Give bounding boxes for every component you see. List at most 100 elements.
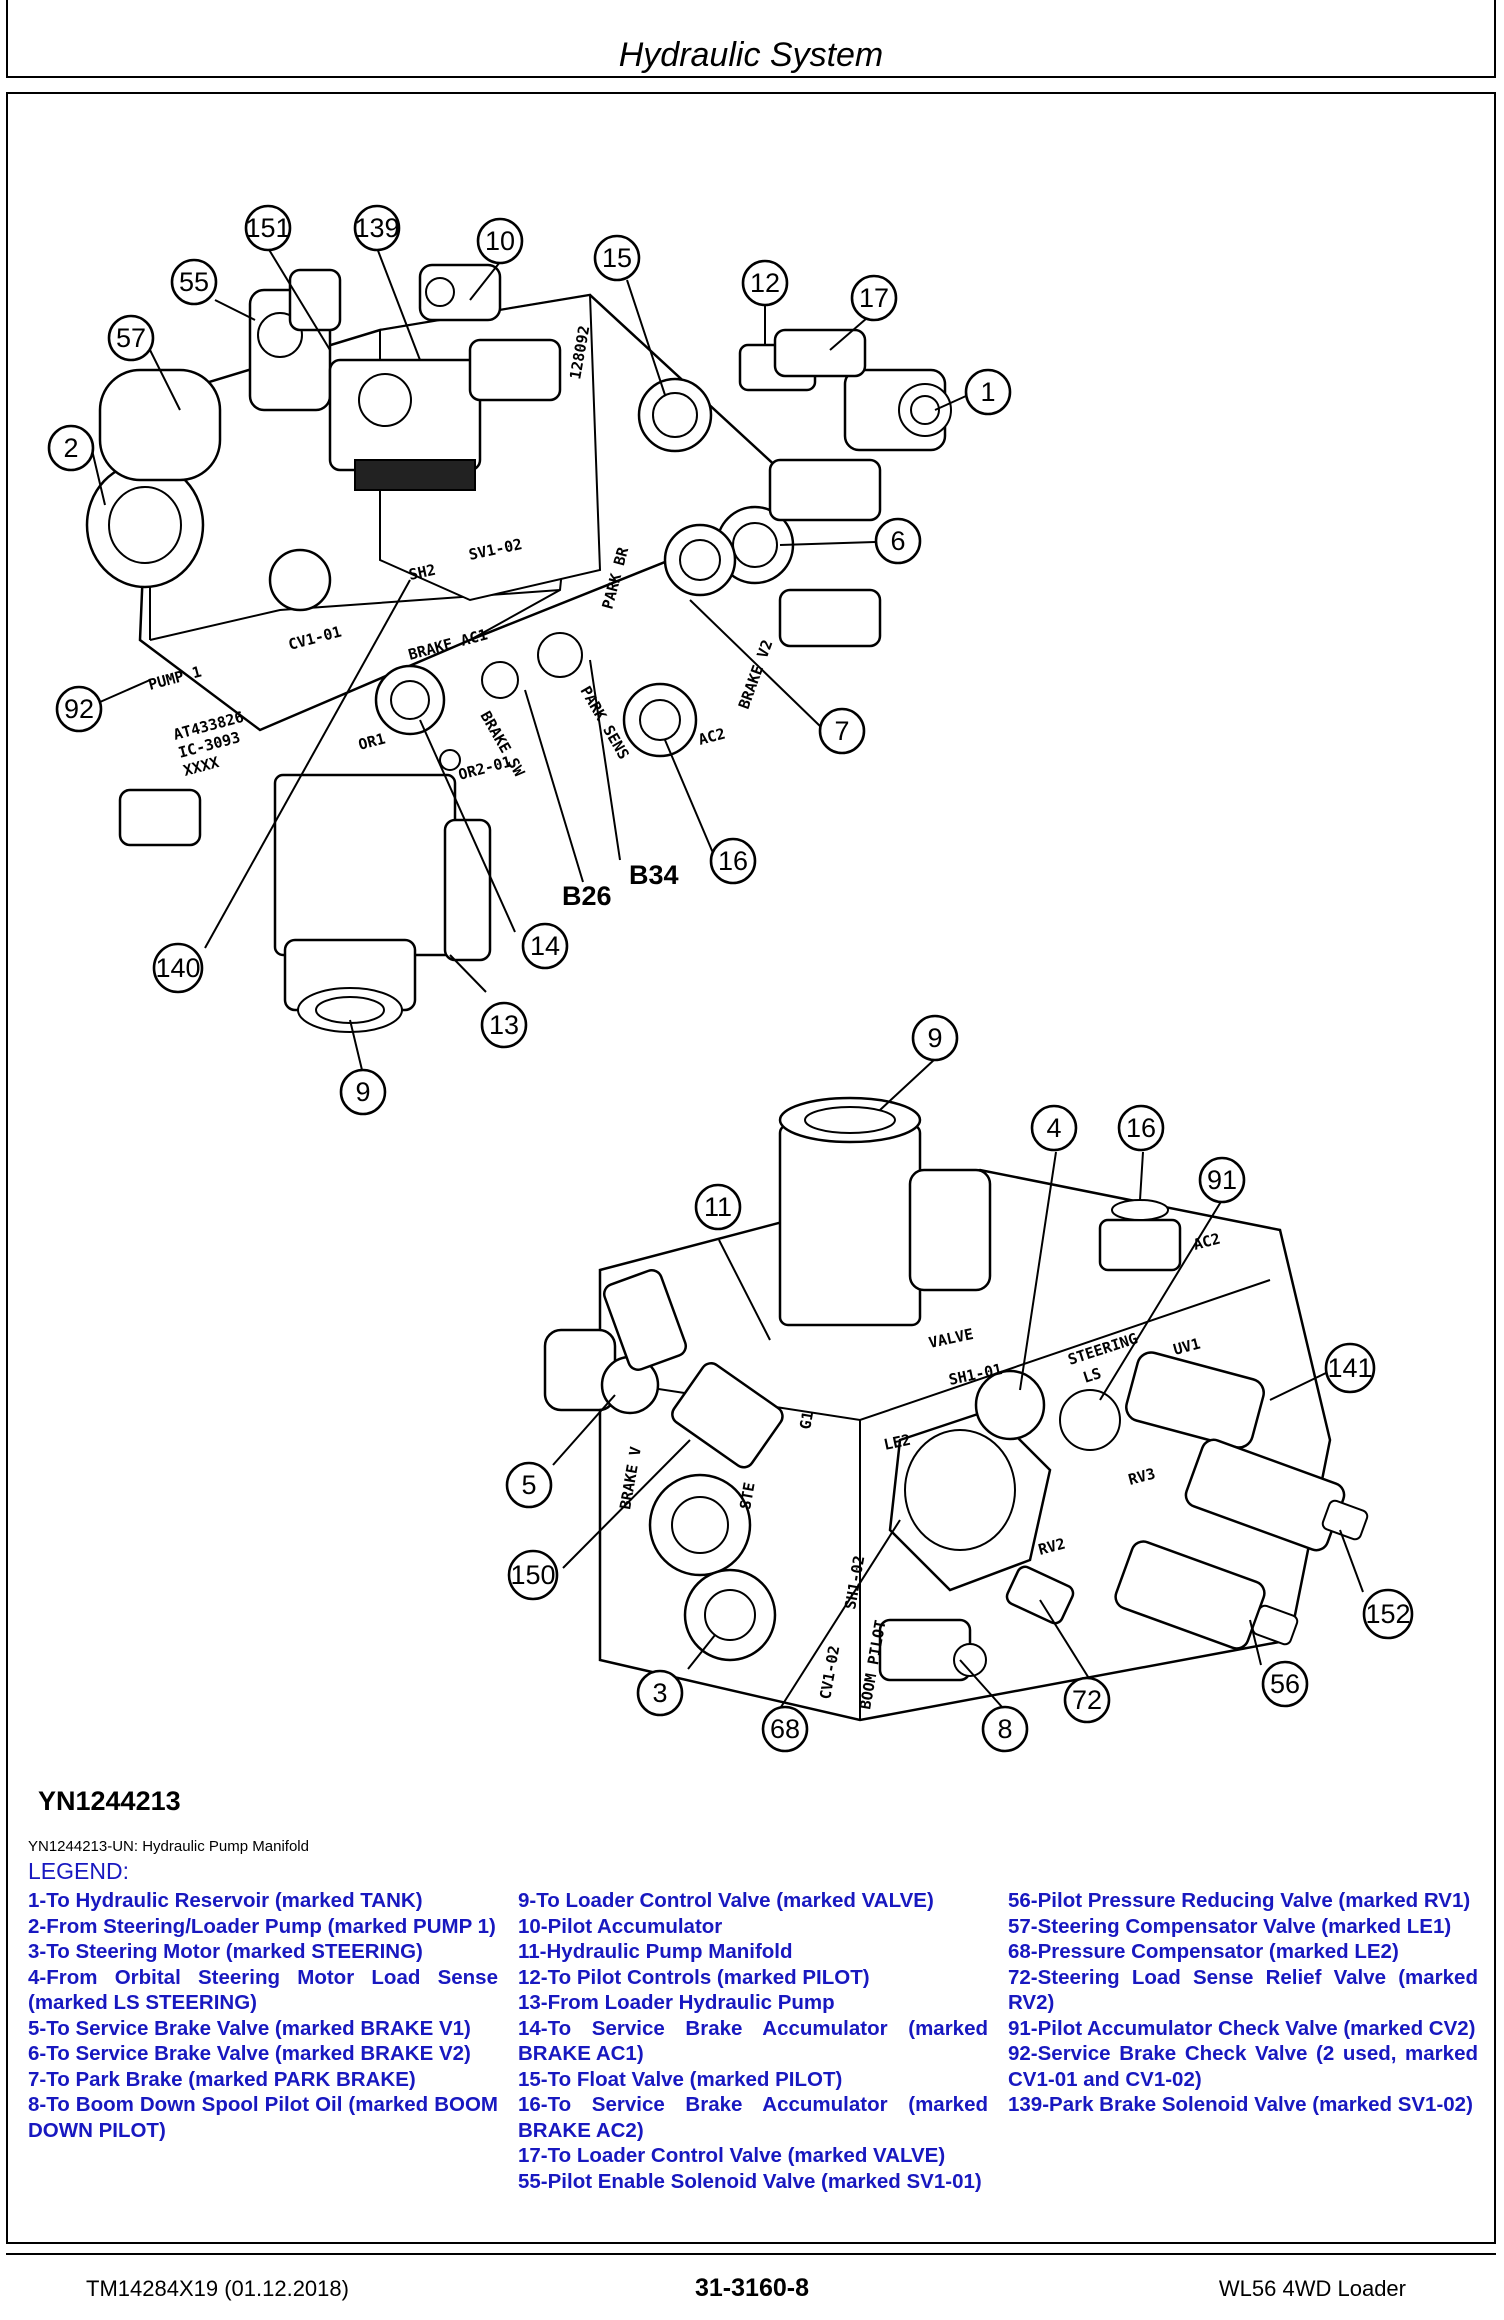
svg-text:68: 68 [770, 1714, 800, 1744]
bottom-manifold-drawing: VALVE SH1-01 STEERING LS UV1 RV3 RV2 LE2… [543, 1058, 1369, 1722]
svg-text:72: 72 [1072, 1685, 1102, 1715]
svg-text:57: 57 [116, 323, 146, 353]
svg-text:13: 13 [489, 1010, 519, 1040]
legend-item: 10-Pilot Accumulator [518, 1914, 723, 1938]
svg-text:141: 141 [1327, 1353, 1372, 1383]
svg-text:STE: STE [736, 1481, 758, 1511]
callout-5: 5 [505, 1461, 553, 1509]
footer-model: WL56 4WD Loader [1218, 2276, 1406, 2301]
svg-text:150: 150 [510, 1560, 555, 1590]
svg-text:8: 8 [997, 1714, 1012, 1744]
legend-item: 2-From Steering/Loader Pump (marked PUMP… [28, 1914, 496, 1938]
svg-text:91: 91 [1207, 1165, 1237, 1195]
svg-text:6: 6 [890, 526, 905, 556]
footer-divider [6, 2253, 1496, 2255]
callout-16: 16 [709, 837, 757, 885]
page-header: Hydraulic System [6, 0, 1496, 78]
legend-item: 56-Pilot Pressure Reducing Valve (marked… [1008, 1889, 1471, 1912]
callout-17: 17 [850, 274, 898, 322]
callout-6: 6 [874, 517, 922, 565]
page-title: Hydraulic System [618, 36, 884, 74]
svg-text:151: 151 [245, 213, 290, 243]
svg-text:17: 17 [859, 283, 889, 313]
legend-item: 68-Pressure Compensator (marked LE2) [1008, 1940, 1399, 1963]
legend-item: 16-To Service Brake Accumulator (marked … [518, 2093, 988, 2142]
label-b34: B34 [629, 860, 679, 890]
top-manifold-drawing: 128092 SV1-02 BRAKE AC1 PARK BR BRAKE V2… [85, 247, 967, 1071]
callout-1: 1 [964, 368, 1012, 416]
svg-text:55: 55 [179, 267, 209, 297]
svg-text:56: 56 [1270, 1669, 1300, 1699]
svg-text:G1: G1 [796, 1410, 817, 1431]
legend-item: 11-Hydraulic Pump Manifold [518, 1940, 793, 1963]
svg-text:1: 1 [980, 377, 995, 407]
legend-item: 91-Pilot Accumulator Check Valve (marked… [1008, 2016, 1476, 2040]
svg-text:14: 14 [530, 931, 560, 961]
callout-16-bottom: 16 [1117, 1104, 1165, 1152]
callout-7: 7 [818, 707, 866, 755]
figure-caption: YN1244213-UN: Hydraulic Pump Manifold [28, 1838, 309, 1855]
svg-text:OR2-01: OR2-01 [456, 752, 513, 783]
svg-text:15: 15 [602, 243, 632, 273]
callout-15: 15 [593, 234, 641, 282]
callout-9-top: 9 [339, 1068, 387, 1116]
callout-56: 56 [1261, 1660, 1309, 1708]
legend-item: 1-To Hydraulic Reservoir (marked TANK) [28, 1889, 423, 1912]
hydraulic-manifold-illustration: 128092 SV1-02 BRAKE AC1 PARK BR BRAKE V2… [47, 204, 1414, 1753]
legend-item: 13-From Loader Hydraulic Pump [518, 1991, 835, 2014]
callout-141: 141 [1324, 1342, 1376, 1394]
legend-item: 14-To Service Brake Accumulator (marked … [518, 2016, 988, 2066]
legend-item: 139-Park Brake Solenoid Valve (marked SV… [1008, 2093, 1473, 2116]
callout-55: 55 [170, 258, 218, 306]
legend-column-3: 56-Pilot Pressure Reducing Valve (marked… [1008, 1888, 1478, 2118]
callout-68: 68 [761, 1705, 809, 1753]
legend-item: 3-To Steering Motor (marked STEERING) [28, 1940, 423, 1963]
footer-page-number: 31-3160-8 [695, 2274, 809, 2302]
svg-text:OR1: OR1 [356, 729, 387, 753]
callout-139: 139 [353, 204, 401, 252]
label-b26: B26 [562, 881, 612, 911]
callout-92: 92 [55, 685, 103, 733]
svg-text:LE2: LE2 [882, 1431, 912, 1454]
callout-3: 3 [636, 1669, 684, 1717]
figure-frame [6, 92, 1496, 2244]
svg-text:3: 3 [652, 1678, 667, 1708]
legend-item: 6-To Service Brake Valve (marked BRAKE V… [28, 2042, 471, 2065]
svg-text:10: 10 [485, 226, 515, 256]
callout-151: 151 [244, 204, 292, 252]
svg-text:9: 9 [927, 1023, 942, 1053]
callout-8: 8 [981, 1705, 1029, 1753]
svg-text:140: 140 [155, 953, 200, 983]
callout-12: 12 [741, 259, 789, 307]
legend-column-1: 1-To Hydraulic Reservoir (marked TANK) 2… [28, 1888, 498, 2143]
svg-text:16: 16 [1126, 1113, 1156, 1143]
svg-text:4: 4 [1046, 1113, 1061, 1143]
svg-text:9: 9 [355, 1077, 370, 1107]
callout-57: 57 [107, 314, 155, 362]
callout-14: 14 [521, 922, 569, 970]
svg-text:92: 92 [64, 694, 94, 724]
callout-2: 2 [47, 424, 95, 472]
callout-72: 72 [1063, 1676, 1111, 1724]
svg-text:2: 2 [63, 433, 78, 463]
legend-item: 57-Steering Compensator Valve (marked LE… [1008, 1914, 1452, 1938]
svg-text:SH2: SH2 [407, 561, 437, 584]
legend-item: 55-Pilot Enable Solenoid Valve (marked S… [518, 2169, 982, 2193]
callout-11: 11 [694, 1183, 742, 1231]
legend-title: LEGEND: [28, 1858, 129, 1884]
callout-9-bottom: 9 [911, 1014, 959, 1062]
figure-id: YN1244213 [38, 1786, 181, 1816]
callout-13: 13 [480, 1001, 528, 1049]
legend-item: 17-To Loader Control Valve (marked VALVE… [518, 2144, 946, 2167]
svg-text:7: 7 [834, 716, 849, 746]
svg-text:12: 12 [750, 268, 780, 298]
callout-150: 150 [507, 1549, 559, 1601]
callout-140: 140 [152, 942, 204, 994]
footer-doc-id: TM14284X19 (01.12.2018) [86, 2276, 349, 2301]
callout-4: 4 [1030, 1104, 1078, 1152]
svg-text:152: 152 [1365, 1599, 1410, 1629]
legend-item: 92-Service Brake Check Valve (2 used, ma… [1008, 2042, 1478, 2091]
svg-text:11: 11 [704, 1192, 732, 1222]
callout-10: 10 [476, 217, 524, 265]
legend-item: 15-To Float Valve (marked PILOT) [518, 2067, 843, 2091]
